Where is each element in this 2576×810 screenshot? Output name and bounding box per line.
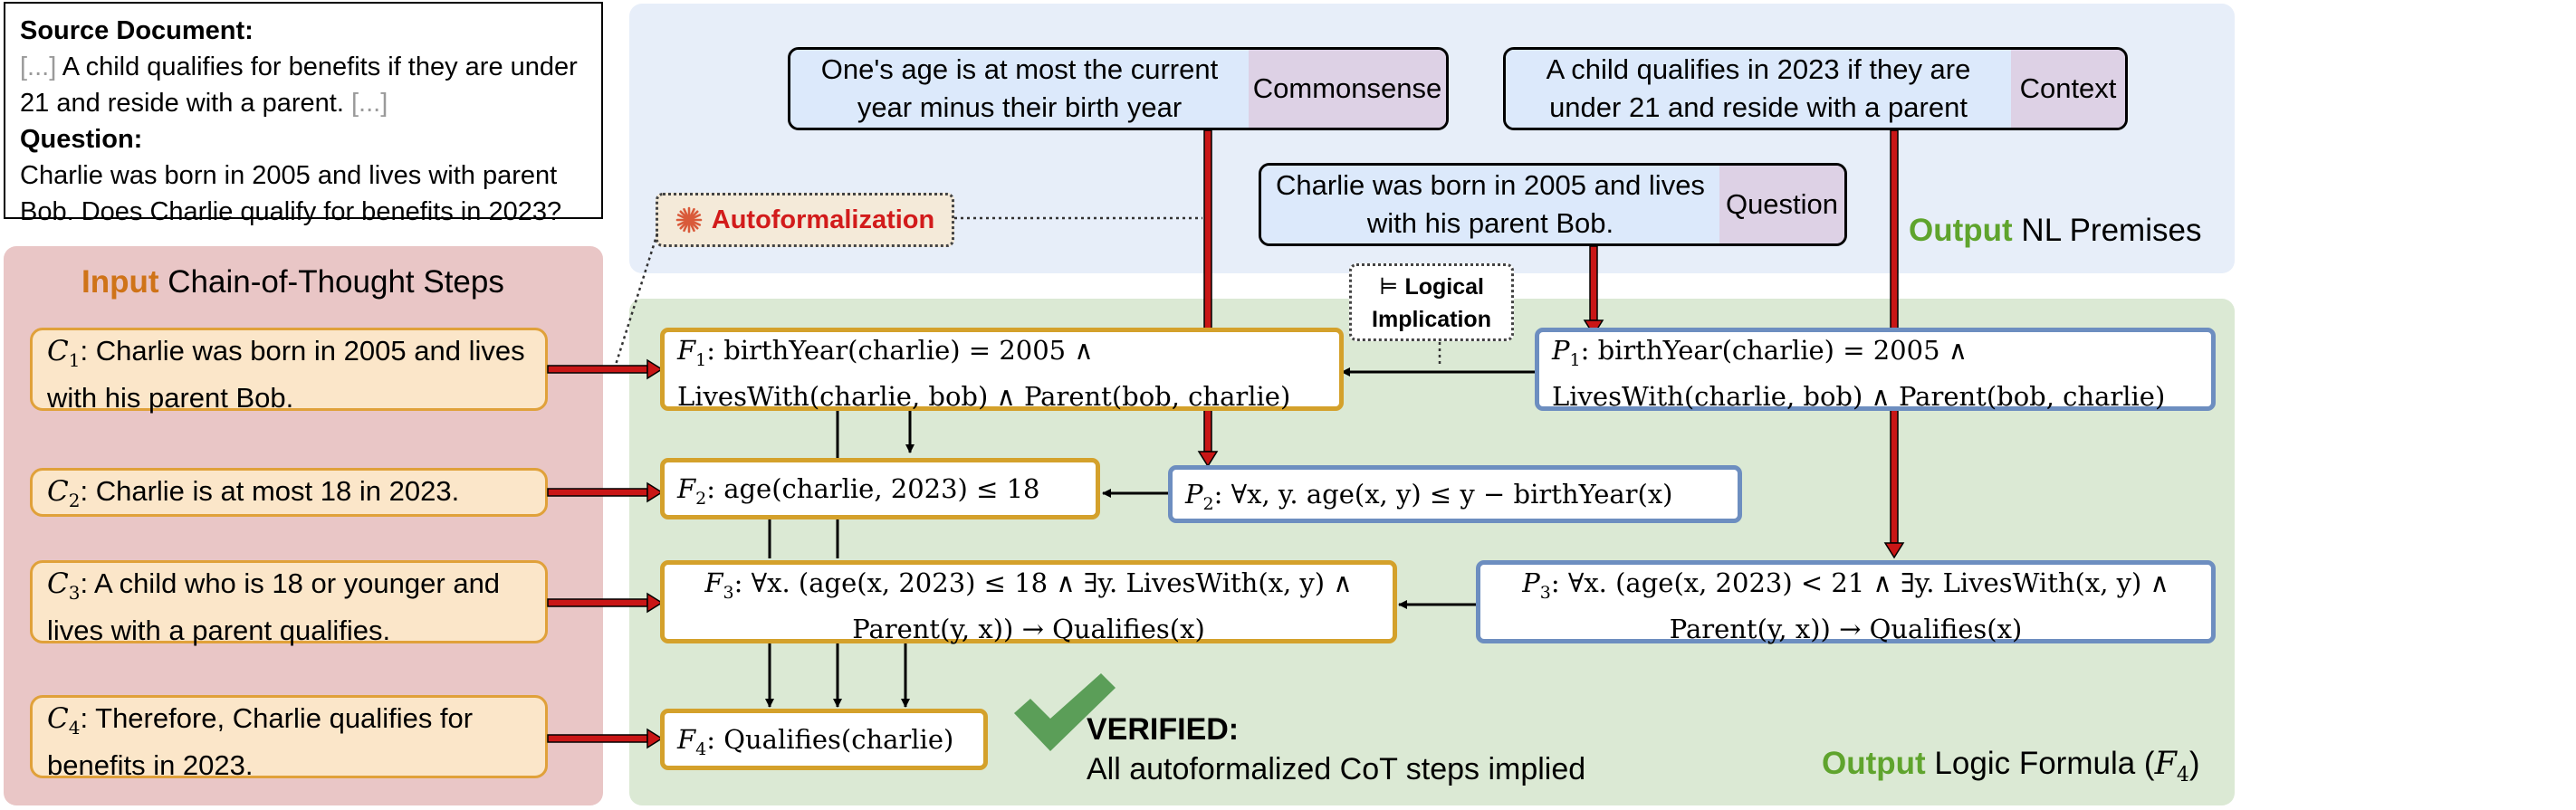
f3-sub: 3	[723, 582, 734, 603]
logic-title-highlight: Output	[1822, 746, 1926, 781]
ellipsis-end: [...]	[350, 89, 388, 118]
step-3-label: C	[47, 567, 69, 600]
premise-p1: P1: birthYear(charlie) = 2005 ∧ LivesWit…	[1535, 328, 2216, 412]
implication-line1: Logical	[1404, 274, 1484, 300]
p3-sub: 3	[1539, 582, 1551, 603]
cot-step-4: C4: Therefore, Charlie qualifies for ben…	[30, 695, 548, 782]
cot-step-1: C1: Charlie was born in 2005 and lives w…	[30, 328, 548, 415]
entails-symbol: ⊨	[1379, 273, 1399, 300]
nl-premise-context: A child qualifies in 2023 if they are un…	[1503, 47, 2128, 130]
question-text: Charlie was born in 2005 and lives with …	[20, 161, 562, 226]
step-1-sub: 1	[68, 349, 81, 372]
f4-line1: : Qualifies(charlie)	[706, 724, 954, 755]
source-document-heading: Source Document:	[20, 16, 254, 45]
step-2-text: : Charlie is at most 18 in 2023.	[80, 475, 460, 507]
logic-title-symbol: F	[2154, 746, 2177, 782]
input-title-highlight: Input	[81, 264, 159, 300]
autoformalization-text: Autoformalization	[711, 205, 935, 234]
premise-p3: P3: ∀x. (age(x, 2023) < 21 ∧ ∃y. LivesWi…	[1476, 560, 2216, 644]
f1-sub: 1	[695, 349, 707, 370]
sparkle-icon	[675, 206, 703, 233]
p2-label: P	[1185, 479, 1203, 510]
nl-premise-commonsense: One's age is at most the current year mi…	[788, 47, 1449, 130]
input-panel-title: Input Chain-of-Thought Steps	[81, 264, 504, 300]
f2-label: F	[677, 473, 696, 504]
step-3-sub: 3	[68, 582, 81, 605]
f4-sub: 4	[695, 739, 707, 759]
f3-label: F	[704, 567, 723, 598]
p1-label: P	[1552, 335, 1570, 366]
step-4-text: : Therefore, Charlie qualifies for benef…	[47, 702, 474, 782]
verified-text: All autoformalized CoT steps implied	[1087, 752, 1586, 786]
p3-label: P	[1522, 567, 1540, 598]
step-4-label: C	[47, 702, 69, 735]
logical-implication-label: ⊨ Logical Implication	[1349, 263, 1514, 341]
p1-sub: 1	[1569, 349, 1581, 370]
step-4-sub: 4	[68, 717, 81, 739]
logic-title-close: )	[2188, 746, 2200, 781]
f1-line1: : birthYear(charlie) = 2005 ∧	[706, 335, 1094, 366]
formula-f4: F4: Qualifies(charlie)	[660, 709, 988, 770]
implication-line2: Implication	[1372, 307, 1491, 332]
step-2-label: C	[47, 475, 69, 508]
formula-f1: F1: birthYear(charlie) = 2005 ∧ LivesWit…	[660, 328, 1344, 412]
logic-panel-title: Output Logic Formula (F4)	[1822, 746, 2200, 786]
p2-line1: : ∀x, y. age(x, y) ≤ y − birthYear(x)	[1213, 479, 1673, 510]
p3-line2: Parent(y, x)) → Qualifies(x)	[1669, 613, 2023, 644]
verified-title: VERIFIED:	[1087, 712, 1240, 747]
checkmark-icon	[1014, 673, 1116, 751]
question-premise-tag: Question	[1719, 166, 1844, 243]
nl-title-highlight: Output	[1909, 213, 2013, 248]
p1-line2: LivesWith(charlie, bob) ∧ Parent(bob, ch…	[1552, 380, 2166, 412]
f4-label: F	[677, 724, 696, 755]
step-1-text: : Charlie was born in 2005 and lives wit…	[47, 335, 525, 415]
formula-f3: F3: ∀x. (age(x, 2023) ≤ 18 ∧ ∃y. LivesWi…	[660, 560, 1397, 644]
p3-line1: : ∀x. (age(x, 2023) < 21 ∧ ∃y. LivesWith…	[1550, 567, 2169, 598]
nl-premise-question: Charlie was born in 2005 and lives with …	[1259, 163, 1847, 246]
input-title-rest: Chain-of-Thought Steps	[168, 264, 504, 300]
formula-f2: F2: age(charlie, 2023) ≤ 18	[660, 458, 1100, 519]
question-heading: Question:	[20, 125, 143, 154]
premise-p2: P2: ∀x, y. age(x, y) ≤ y − birthYear(x)	[1168, 465, 1742, 523]
nl-title-rest: NL Premises	[2021, 213, 2202, 248]
source-document-box: Source Document: [...] A child qualifies…	[4, 2, 603, 226]
logic-title-sub: 4	[2176, 764, 2189, 786]
f3-line2: Parent(y, x)) → Qualifies(x)	[852, 613, 1205, 644]
f1-label: F	[677, 335, 696, 366]
commonsense-text: One's age is at most the current year mi…	[790, 50, 1249, 128]
context-text: A child qualifies in 2023 if they are un…	[1506, 50, 2011, 128]
question-premise-text: Charlie was born in 2005 and lives with …	[1261, 166, 1719, 243]
f2-sub: 2	[695, 488, 707, 509]
autoformalization-label: Autoformalization	[656, 193, 954, 247]
step-2-sub: 2	[68, 490, 81, 512]
context-tag: Context	[2011, 50, 2125, 128]
logic-title-rest: Logic Formula (	[1934, 746, 2155, 781]
f3-line1: : ∀x. (age(x, 2023) ≤ 18 ∧ ∃y. LivesWith…	[733, 567, 1353, 598]
nl-panel-title: Output NL Premises	[1909, 213, 2201, 249]
cot-step-2: C2: Charlie is at most 18 in 2023.	[30, 468, 548, 517]
f2-line1: : age(charlie, 2023) ≤ 18	[706, 473, 1040, 504]
step-1-label: C	[47, 335, 69, 367]
source-document-text: A child qualifies for benefits if they a…	[20, 52, 578, 118]
p2-sub: 2	[1202, 493, 1214, 514]
commonsense-tag: Commonsense	[1249, 50, 1446, 128]
ellipsis-start: [...]	[20, 52, 57, 81]
f1-line2: LivesWith(charlie, bob) ∧ Parent(bob, ch…	[677, 380, 1291, 412]
cot-step-3: C3: A child who is 18 or younger and liv…	[30, 560, 548, 647]
verified-message: VERIFIED: All autoformalized CoT steps i…	[1087, 710, 1585, 789]
p1-line1: : birthYear(charlie) = 2005 ∧	[1580, 335, 1968, 366]
step-3-text: : A child who is 18 or younger and lives…	[47, 567, 501, 647]
